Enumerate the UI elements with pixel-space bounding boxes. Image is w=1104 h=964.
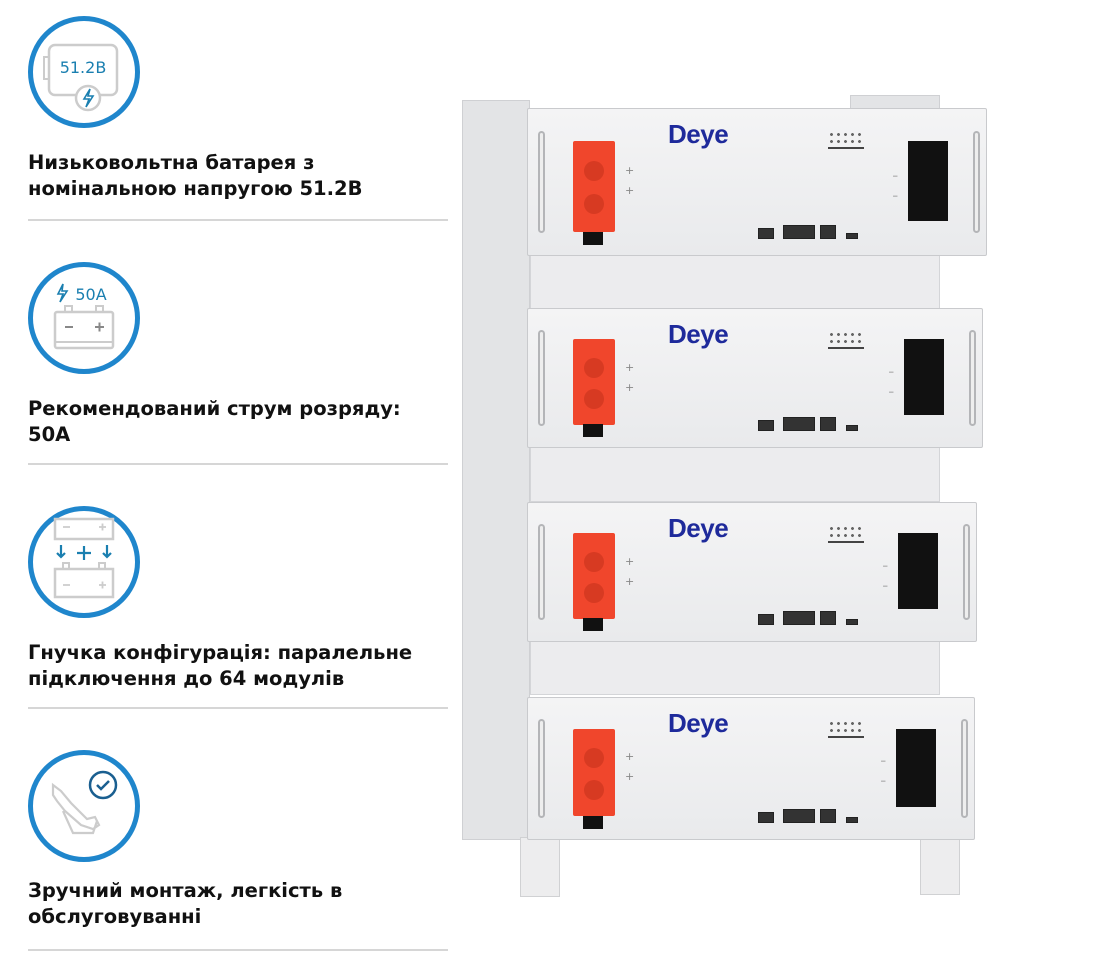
feature-text-line: обслуговуванні xyxy=(28,905,202,928)
feature-text-line: підключення до 64 модулів xyxy=(28,667,345,690)
divider xyxy=(28,949,448,951)
minus-mark: – xyxy=(888,385,895,398)
feature-text: Зручний монтаж, легкість в обслуговуванні xyxy=(28,878,448,930)
usb-port xyxy=(846,817,858,823)
status-leds xyxy=(828,525,864,543)
rack-foot xyxy=(520,837,560,897)
positive-connector xyxy=(573,533,615,619)
power-switch xyxy=(583,232,603,245)
status-leds xyxy=(828,131,864,149)
positive-connector xyxy=(573,729,615,817)
feature-text-line: Рекомендований струм розряду: xyxy=(28,397,401,420)
rs-port xyxy=(783,809,815,823)
battery-module: + + Deye – – xyxy=(527,108,987,256)
feature-text-line: Низьковольтна батарея з xyxy=(28,151,315,174)
plus-mark: + xyxy=(625,164,635,177)
feature-text: Рекомендований струм розряду: 50A xyxy=(28,396,448,448)
can-port xyxy=(820,225,836,239)
current-icon-label: 50A xyxy=(75,285,106,304)
plus-mark: + xyxy=(625,361,635,374)
divider xyxy=(28,219,448,221)
minus-mark: – xyxy=(888,365,895,378)
minus-mark: – xyxy=(880,754,887,767)
module-handle xyxy=(961,719,968,818)
plus-mark: + xyxy=(625,770,635,783)
feature-text-line: номінальною напругою 51.2В xyxy=(28,177,363,200)
brand-logo: Deye xyxy=(668,708,729,738)
minus-mark: – xyxy=(882,559,889,572)
feature-text-line: 50A xyxy=(28,423,71,446)
positive-connector xyxy=(573,141,615,232)
negative-connector xyxy=(904,339,944,416)
can-port xyxy=(820,611,836,625)
power-switch xyxy=(583,816,603,829)
usb-port xyxy=(846,619,858,625)
negative-connector xyxy=(908,141,948,222)
divider xyxy=(28,463,448,465)
plus-mark: + xyxy=(625,184,635,197)
module-handle xyxy=(963,523,970,621)
battery-module: + + Deye – – xyxy=(527,502,977,642)
feature-text: Низьковольтна батарея з номінальною напру… xyxy=(28,150,448,202)
rs-port xyxy=(783,417,815,431)
negative-connector xyxy=(898,533,938,610)
minus-mark: – xyxy=(880,774,887,787)
brand-logo: Deye xyxy=(668,119,729,149)
rs-port xyxy=(783,225,815,239)
module-handle xyxy=(973,130,980,234)
status-leds xyxy=(828,331,864,349)
minus-mark: – xyxy=(892,169,899,182)
minus-mark: – xyxy=(892,189,899,202)
rack-shelf xyxy=(530,447,940,502)
voltage-icon-label: 51.2В xyxy=(60,58,107,77)
usb-port xyxy=(846,233,858,239)
positive-connector xyxy=(573,339,615,425)
rack-shelf xyxy=(530,255,940,310)
usb-port xyxy=(846,425,858,431)
status-leds xyxy=(828,720,864,738)
plus-mark: + xyxy=(625,381,635,394)
rack-shelf xyxy=(530,640,940,695)
plus-mark: + xyxy=(625,555,635,568)
battery-module: + + Deye – – xyxy=(527,308,983,448)
wrench-check-icon xyxy=(28,750,140,862)
rack-foot xyxy=(920,835,960,895)
divider xyxy=(28,707,448,709)
negative-connector xyxy=(896,729,936,807)
plus-mark: + xyxy=(625,750,635,763)
battery-current-icon: 50A xyxy=(28,262,140,374)
battery-voltage-icon: 51.2В xyxy=(28,16,140,128)
feature-text-line: Гнучка конфігурація: паралельне xyxy=(28,641,413,664)
module-handle xyxy=(969,329,976,427)
dry-contact-port xyxy=(758,228,774,239)
plus-mark: + xyxy=(625,575,635,588)
battery-module: + + Deye – – xyxy=(527,697,975,840)
module-handle xyxy=(538,719,545,818)
rack-top-rail xyxy=(850,95,940,109)
dry-contact-port xyxy=(758,812,774,823)
brand-logo: Deye xyxy=(668,319,729,349)
power-switch xyxy=(583,424,603,437)
dry-contact-port xyxy=(758,420,774,431)
feature-text: Гнучка конфігурація: паралельне підключен… xyxy=(28,640,448,692)
rack-post-left xyxy=(462,100,530,840)
can-port xyxy=(820,417,836,431)
module-handle xyxy=(538,329,545,427)
module-handle xyxy=(538,130,545,234)
power-switch xyxy=(583,618,603,631)
feature-text-line: Зручний монтаж, легкість в xyxy=(28,879,343,902)
dry-contact-port xyxy=(758,614,774,625)
can-port xyxy=(820,809,836,823)
minus-mark: – xyxy=(882,579,889,592)
parallel-batteries-icon xyxy=(28,506,140,618)
brand-logo: Deye xyxy=(668,513,729,543)
rs-port xyxy=(783,611,815,625)
module-handle xyxy=(538,523,545,621)
